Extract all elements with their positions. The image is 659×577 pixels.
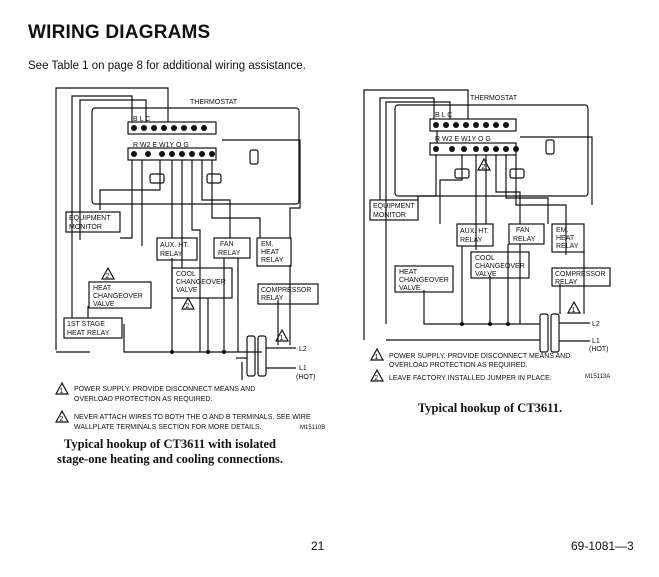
svg-text:COOL: COOL xyxy=(475,255,495,262)
svg-text:(HOT): (HOT) xyxy=(589,346,608,353)
svg-text:2: 2 xyxy=(60,416,64,423)
svg-text:HEAT: HEAT xyxy=(93,285,112,292)
svg-text:EQUIPMENT: EQUIPMENT xyxy=(69,215,111,222)
svg-text:HEAT RELAY: HEAT RELAY xyxy=(67,330,110,337)
right-heat-changeover-box xyxy=(394,265,454,293)
svg-text:HEAT: HEAT xyxy=(261,249,280,256)
svg-text:COMPRESSOR: COMPRESSOR xyxy=(555,271,606,278)
svg-text:(HOT): (HOT) xyxy=(296,374,315,381)
svg-text:CHANGEOVER: CHANGEOVER xyxy=(176,279,226,286)
right-drawing-code: M15113A xyxy=(585,374,610,380)
left-fan-relay-box xyxy=(213,237,251,259)
right-aux-ht-relay-box xyxy=(456,223,494,247)
right-note-1-line-1: POWER SUPPLY. PROVIDE DISCONNECT MEANS A… xyxy=(389,353,570,360)
right-note-1-line-2: OVERLOAD PROTECTION AS REQUIRED. xyxy=(389,362,528,369)
left-note-1-line-1: POWER SUPPLY. PROVIDE DISCONNECT MEANS A… xyxy=(74,386,255,393)
svg-text:VALVE: VALVE xyxy=(475,271,497,278)
svg-text:RELAY: RELAY xyxy=(556,243,579,250)
left-thermostat-body xyxy=(91,107,300,205)
svg-text:RELAY: RELAY xyxy=(460,237,483,244)
left-cool-changeover-box xyxy=(171,267,233,299)
svg-text:RELAY: RELAY xyxy=(218,250,241,257)
svg-text:2: 2 xyxy=(106,273,110,280)
svg-text:2: 2 xyxy=(186,303,190,310)
right-note-2-line-1: LEAVE FACTORY INSTALLED JUMPER IN PLACE. xyxy=(389,375,552,382)
svg-text:HEAT: HEAT xyxy=(399,269,418,276)
right-thermostat-body xyxy=(394,104,589,197)
document-number: 69-1081—3 xyxy=(571,539,634,553)
svg-text:FAN: FAN xyxy=(516,227,530,234)
left-em-heat-relay-box xyxy=(256,237,292,267)
page-number: 21 xyxy=(311,539,325,553)
svg-text:EM.: EM. xyxy=(556,227,569,234)
svg-text:CHANGEOVER: CHANGEOVER xyxy=(93,293,143,300)
right-terminals-bottom: R W2 E W1Y O G xyxy=(435,136,491,143)
svg-text:1: 1 xyxy=(60,388,64,395)
left-aux-ht-relay-box xyxy=(156,237,198,261)
svg-text:2: 2 xyxy=(375,375,379,382)
page-title: WIRING DIAGRAMS xyxy=(28,22,211,43)
left-drawing-code: M15110B xyxy=(300,425,325,431)
svg-text:L2: L2 xyxy=(592,321,600,328)
svg-text:L1: L1 xyxy=(299,365,307,372)
right-compressor-relay-box xyxy=(551,267,611,287)
svg-text:AUX. HT.: AUX. HT. xyxy=(160,242,189,249)
svg-text:RELAY: RELAY xyxy=(261,257,284,264)
svg-text:MONITOR: MONITOR xyxy=(69,224,102,231)
svg-text:1: 1 xyxy=(280,335,284,342)
svg-text:1ST STAGE: 1ST STAGE xyxy=(67,321,105,328)
svg-text:MONITOR: MONITOR xyxy=(373,212,406,219)
left-1st-stage-box xyxy=(63,317,123,339)
right-cool-changeover-box xyxy=(470,251,530,279)
svg-text:RELAY: RELAY xyxy=(513,236,536,243)
left-thermostat-label: THERMOSTAT xyxy=(190,99,238,106)
right-terminal-strip-top xyxy=(429,118,517,132)
svg-text:COOL: COOL xyxy=(176,271,196,278)
svg-text:CHANGEOVER: CHANGEOVER xyxy=(475,263,525,270)
right-fan-relay-box xyxy=(508,223,545,245)
page-subtitle: See Table 1 on page 8 for additional wir… xyxy=(28,60,306,72)
svg-text:RELAY: RELAY xyxy=(160,251,183,258)
svg-text:VALVE: VALVE xyxy=(176,287,198,294)
svg-text:AUX. HT.: AUX. HT. xyxy=(460,228,489,235)
left-compressor-relay-box xyxy=(257,283,319,305)
svg-text:RELAY: RELAY xyxy=(261,295,284,302)
svg-text:FAN: FAN xyxy=(220,241,234,248)
right-caption: Typical hookup of CT3611. xyxy=(417,401,563,415)
svg-text:L2: L2 xyxy=(299,346,307,353)
svg-text:1: 1 xyxy=(375,354,379,361)
svg-text:2: 2 xyxy=(482,164,486,171)
svg-text:RELAY: RELAY xyxy=(555,279,578,286)
svg-text:CHANGEOVER: CHANGEOVER xyxy=(399,277,449,284)
left-heat-changeover-box xyxy=(88,281,152,309)
right-em-heat-relay-box xyxy=(551,223,585,253)
right-equipment-monitor-box xyxy=(369,199,419,221)
svg-text:COMPRESSOR: COMPRESSOR xyxy=(261,287,312,294)
svg-text:EQUIPMENT: EQUIPMENT xyxy=(373,203,415,210)
left-terminals-bottom: R W2 E W1Y O G xyxy=(133,142,189,149)
svg-text:L1: L1 xyxy=(592,338,600,345)
left-note-2-line-1: NEVER ATTACH WIRES TO BOTH THE O AND B T… xyxy=(74,414,311,421)
left-caption: Typical hookup of CT3611 with isolated s… xyxy=(56,437,284,466)
left-terminals-top: B L C xyxy=(133,116,150,123)
left-note-1-line-2: OVERLOAD PROTECTION AS REQUIRED. xyxy=(74,396,213,403)
right-thermostat-label: THERMOSTAT xyxy=(470,95,518,102)
svg-text:VALVE: VALVE xyxy=(93,301,115,308)
svg-text:EM.: EM. xyxy=(261,241,274,248)
svg-text:HEAT: HEAT xyxy=(556,235,575,242)
svg-text:VALVE: VALVE xyxy=(399,285,421,292)
svg-text:1: 1 xyxy=(572,307,576,314)
right-terminals-top: B L C xyxy=(435,112,452,119)
left-terminal-strip-top xyxy=(127,121,217,135)
left-note-2-line-2: WALLPLATE TERMINALS SECTION FOR MORE DET… xyxy=(74,424,262,431)
left-equipment-monitor-box xyxy=(65,211,121,233)
